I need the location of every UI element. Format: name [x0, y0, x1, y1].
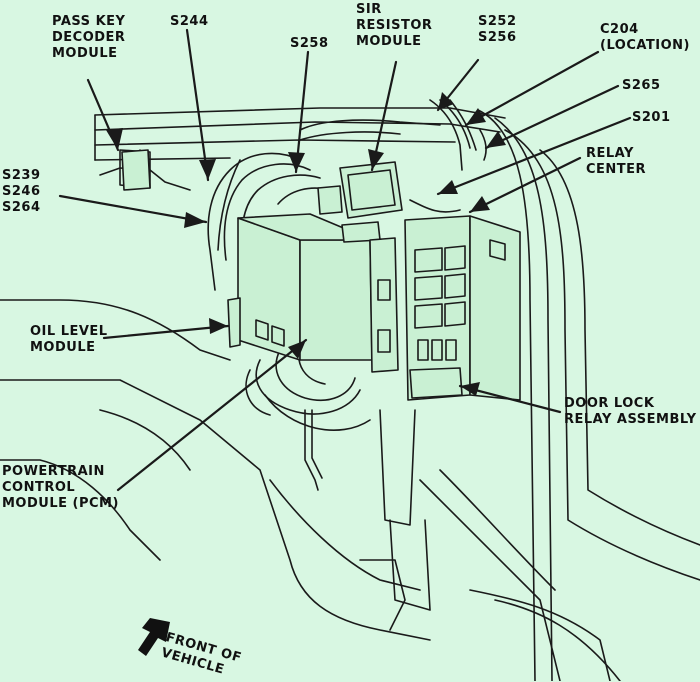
relay-center-leader	[468, 156, 582, 214]
pcm-leader	[116, 338, 308, 492]
s239-leader	[58, 194, 208, 224]
label-s258: S258	[290, 36, 329, 51]
arrowheads	[106, 92, 506, 396]
wiring-harness	[207, 99, 487, 491]
oil-level-leader	[102, 324, 230, 340]
label-s265: S265	[622, 78, 661, 93]
oil-level-module	[369, 237, 399, 373]
label-door-lock-relay-assembly: DOOR LOCK RELAY ASSEMBLY	[564, 396, 697, 427]
label-relay-center: RELAY CENTER	[586, 146, 647, 177]
s244-leader	[185, 28, 210, 182]
label-s239-s246-s264: S239 S246 S264	[2, 168, 41, 215]
label-sir-resistor-module: SIR RESISTOR MODULE	[356, 2, 433, 49]
dashboard-outline	[94, 107, 506, 191]
relay-center	[404, 215, 521, 401]
floor-panels	[0, 299, 431, 641]
body-panels	[419, 109, 700, 681]
pass-key-bracket	[121, 149, 151, 191]
label-s201: S201	[632, 110, 671, 125]
label-powertrain-control-module: POWERTRAIN CONTROL MODULE (PCM)	[2, 464, 119, 511]
label-s244: S244	[170, 14, 209, 29]
label-pass-key-decoder-module: PASS KEY DECODER MODULE	[52, 14, 126, 61]
sir-resistor-module	[317, 161, 403, 219]
label-oil-level-module: OIL LEVEL MODULE	[30, 324, 108, 355]
s265-leader	[484, 84, 620, 150]
c204-leader	[464, 50, 600, 127]
label-s252-s256: S252 S256	[478, 14, 517, 45]
arrow-down-left-icon	[138, 618, 170, 656]
s201-leader	[436, 116, 632, 196]
s258-leader	[294, 50, 310, 174]
pcm-module	[227, 213, 381, 361]
label-c204-location: C204 (LOCATION)	[600, 22, 690, 53]
